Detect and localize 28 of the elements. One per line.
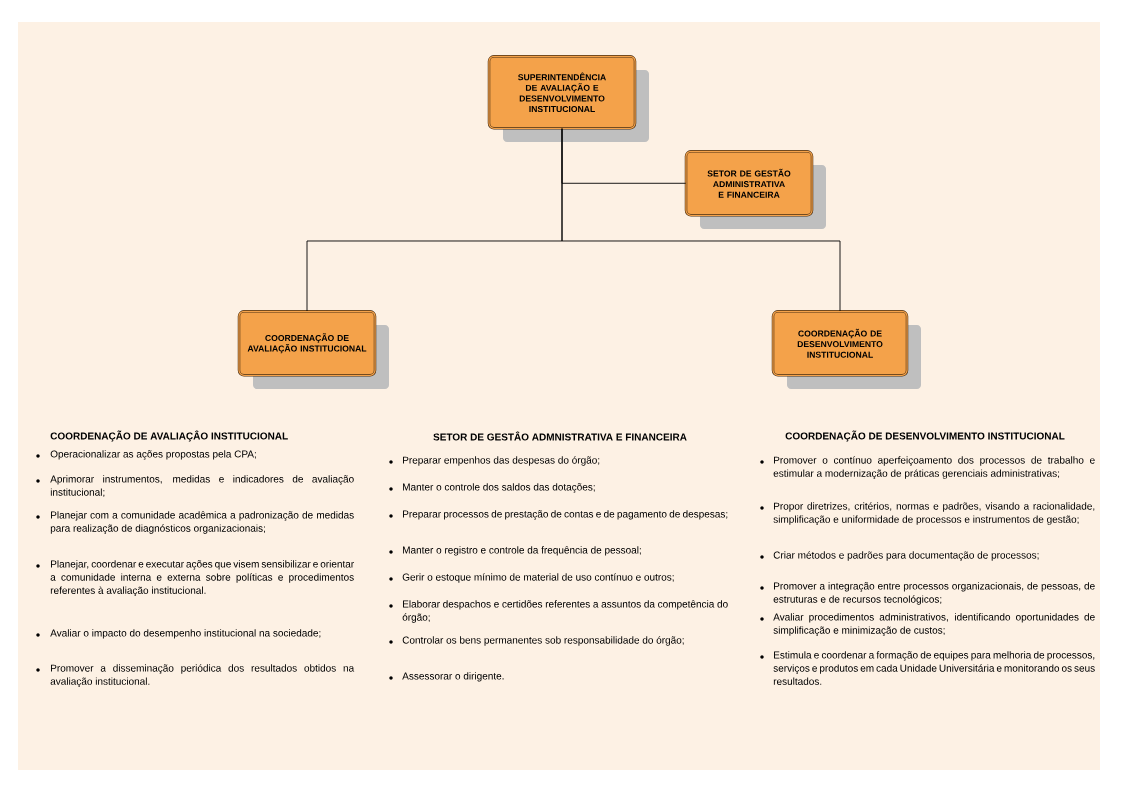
org-box: SETOR DE GESTÃO ADMINISTRATIVA E FINANCEIRA [684,150,826,229]
list-item: Controlar os bens permanentes sob responsabilidade do órgão; [389,636,684,646]
list-item: Elaborar despachos e certidões referentes a assuntos da competência do órgão; [389,600,728,623]
list-item: Assessorar o dirigente. [389,672,504,682]
list-item: Manter o registro e controle da frequência de pessoal; [389,546,641,556]
list-item: Criar métodos e padrões para documentação de processos; [760,551,1039,561]
list-item: Planejar com a comunidade acadêmica a padronização de medidas para realização de diagnósticos organizacionais; [36,511,354,534]
list-item: Avaliar procedimentos administrativos, identificando oportunidades de simplificação e minimização de custos; [760,613,1095,636]
org-box: COORDENAÇÃO DE DESENVOLVIMENTO INSTITUCIONAL [771,310,921,389]
org-box: SUPERINTENDÊNCIA DE AVALIAÇÃO E DESENVOLVIMENTO INSTITUCIONAL [487,55,649,142]
list-item: Propor diretrizes, critérios, normas e padrões, visando a racionalidade, simplificação e uniformidade de processos e instrumentos de gestão; [760,502,1095,525]
org-box: COORDENAÇÃO DE AVALIAÇÃO INSTITUCIONAL [237,310,389,389]
section-heading: COORDENAÇÃO DE DESENVOLVIMENTO INSTITUCIONAL [785,430,1065,442]
list-item: Operacionalizar as ações propostas pela CPA; [36,450,256,460]
list-item: Preparar empenhos das despesas do órgão; [389,456,600,466]
list-item: Gerir o estoque mínimo de material de uso contínuo e outros; [389,573,674,583]
list-item: Planejar, coordenar e executar ações que visem sensibilizar e orientar a comunidade interna e externa sobre políticas e procedimentos referentes à avaliação institucional. [36,560,354,596]
section-heading: SETOR DE GESTÂO ADMNISTRATIVA E FINANCEIRA [433,431,687,441]
list-item: Manter o controle dos saldos das dotações; [389,483,595,493]
list-item: Estimula e coordenar a formação de equipes para melhoria de processos, serviços e produtos em cada Unidade Universitária e monitorando os seus resultados. [760,651,1095,685]
list-item: Promover a disseminação periódica dos resultados obtidos na avaliação institucional. [36,664,355,687]
list-item: Aprimorar instrumentos, medidas e indicadores de avaliação institucional; [36,475,354,497]
list-item: Avaliar o impacto do desempenho institucional na sociedade; [36,629,321,639]
list-item: Preparar processos de prestação de contas e de pagamento de despesas; [389,510,728,520]
list-item: Promover a integração entre processos organizacionais, de pessoas, de estruturas e de recursos tecnológicos; [760,582,1095,605]
connector-line [561,128,841,312]
section-heading: COORDENAÇÃO DE AVALIAÇÂO INSTITUCIONAL [50,430,288,442]
list-item: Promover o contínuo aperfeiçoamento dos processos de trabalho e estimular a modernização de práticas gerenciais administrativas; [760,456,1095,479]
